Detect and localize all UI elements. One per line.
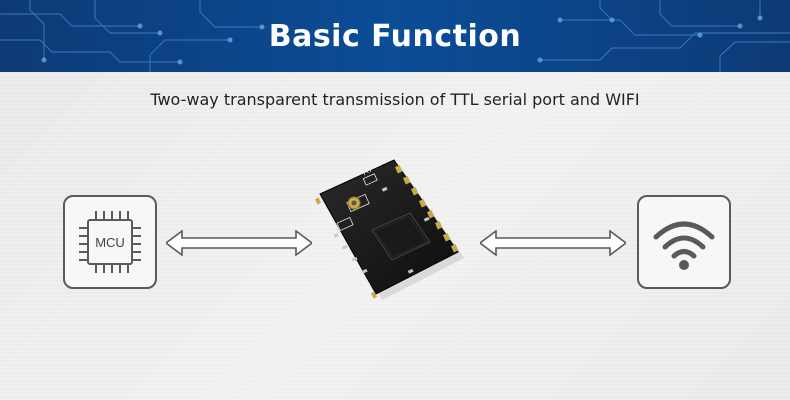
chip-pin: [133, 235, 141, 237]
chip-pin: [111, 211, 113, 219]
wifi-icon: [653, 221, 715, 270]
chip-pin: [127, 211, 129, 219]
wifi-node: [637, 195, 731, 289]
header-banner: Basic Function: [0, 0, 790, 72]
chip-pin: [95, 265, 97, 273]
mcu-node: MCU: [63, 195, 157, 289]
circuit-pattern-decoration: [0, 0, 790, 72]
bidirectional-arrow-right: [480, 230, 626, 256]
chip-pin: [79, 227, 87, 229]
chip-pin: [133, 227, 141, 229]
page-title: Basic Function: [268, 18, 522, 54]
chip-pin: [111, 265, 113, 273]
chip-icon: MCU: [87, 219, 133, 265]
chip-pin: [133, 251, 141, 253]
chip-pin: [133, 259, 141, 261]
mcu-label: MCU: [95, 234, 125, 250]
chip-pin: [79, 243, 87, 245]
chip-pin: [103, 211, 105, 219]
chip-pin: [127, 265, 129, 273]
wifi-module-icon: A7: [314, 159, 464, 300]
bidirectional-arrow-left: [166, 230, 312, 256]
chip-pin: [119, 211, 121, 219]
diagram-subtitle: Two-way transparent transmission of TTL …: [150, 90, 640, 109]
chip-pin: [79, 251, 87, 253]
chip-pin: [103, 265, 105, 273]
chip-pin: [95, 211, 97, 219]
chip-pin: [119, 265, 121, 273]
chip-pin: [79, 235, 87, 237]
chip-pin: [79, 259, 87, 261]
chip-pin: [133, 243, 141, 245]
module-marking: A7: [361, 164, 374, 177]
